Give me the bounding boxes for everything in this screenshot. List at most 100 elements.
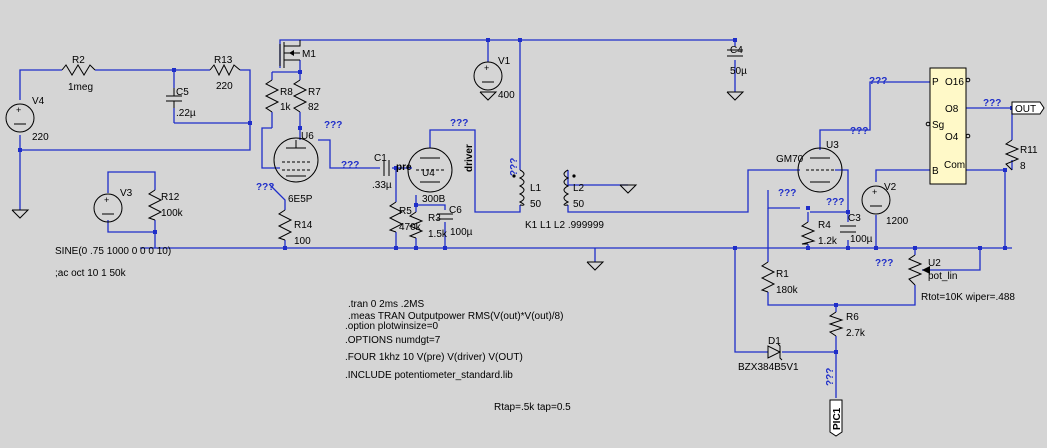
svg-text:+: + [16, 105, 21, 115]
R2-label: R2 [72, 55, 85, 66]
C4-value: 50µ [730, 66, 747, 77]
U3-value: GM70 [776, 154, 804, 165]
directive-meas: .meas TRAN Outputpower RMS(V(out)*V(out)… [348, 311, 563, 322]
C5-capacitor[interactable]: C5 .22µ [166, 87, 196, 119]
V2-voltage-source[interactable]: + V2 1200 [861, 182, 909, 227]
C3-capacitor[interactable]: C3 100µ [840, 213, 873, 245]
R12-resistor[interactable]: R12 100k [147, 189, 184, 221]
unknown-12: ??? [825, 368, 836, 386]
pin-com: Com [944, 160, 965, 171]
unknown-7: ??? [850, 126, 868, 137]
V4-voltage-source[interactable]: + V4 220 [5, 96, 49, 143]
U6-label: U6 [301, 131, 314, 142]
V1-label: V1 [498, 56, 511, 67]
svg-text:+: + [104, 195, 109, 205]
R5-label: R5 [399, 206, 412, 217]
R7-resistor[interactable]: R7 82 [292, 79, 321, 113]
D1-value: BZX384B5V1 [738, 362, 799, 373]
L1-inductor[interactable]: L1 50 [512, 169, 542, 210]
M1-mosfet[interactable]: M1 [279, 40, 316, 68]
unknown-9: ??? [826, 197, 844, 208]
wires [19, 39, 1013, 398]
pin-p: P [932, 77, 939, 88]
C4-label-visible: C4 [730, 45, 743, 56]
L2-label: L2 [573, 183, 585, 194]
ac-comment: ;ac oct 10 1 50k [55, 268, 127, 279]
L2-inductor[interactable]: L2 50 [563, 169, 585, 210]
u2-params: Rtot=10K wiper=.488 [921, 292, 1015, 303]
R8-resistor[interactable]: R8 1k [264, 79, 293, 113]
C6-capacitor[interactable]: C6 100µ [437, 205, 473, 238]
R14-resistor[interactable]: R14 100 [277, 209, 313, 247]
U6-value: 6E5P [288, 194, 313, 205]
R1-value: 180k [776, 285, 799, 296]
R11-value: 8 [1020, 161, 1026, 172]
C6-label: C6 [449, 205, 462, 216]
R8-label: R8 [280, 87, 293, 98]
directive-include: .INCLUDE potentiometer_standard.lib [345, 370, 513, 381]
R13-label: R13 [214, 55, 233, 66]
R12-value: 100k [161, 208, 184, 219]
R3-label: R3 [428, 213, 441, 224]
R13-value: 220 [216, 81, 233, 92]
D1-zener-diode[interactable]: D1 BZX384B5V1 [738, 336, 799, 373]
M1-label: M1 [302, 49, 316, 60]
D1-label: D1 [768, 336, 781, 347]
svg-text:+: + [872, 187, 877, 197]
L2-value: 50 [573, 199, 585, 210]
V1-voltage-source[interactable]: + V1 400 [473, 56, 515, 101]
R1-label: R1 [776, 269, 789, 280]
R7-value: 82 [308, 102, 320, 113]
rtap-params: Rtap=.5k tap=0.5 [494, 402, 571, 413]
R5-resistor[interactable]: R5 470k [388, 201, 422, 233]
R6-resistor[interactable]: R6 2.7k [828, 311, 866, 339]
unknown-8: ??? [778, 188, 796, 199]
R4-resistor[interactable]: R4 1.2k [800, 220, 838, 247]
C1-capacitor[interactable]: C1 .33µ [372, 153, 392, 191]
R4-label: R4 [818, 220, 831, 231]
C3-value: 100µ [850, 234, 873, 245]
pin-sg: Sg [932, 120, 944, 131]
U2-label: U2 [928, 258, 941, 269]
potentiometer-block[interactable]: P O16 O8 Sg O4 B Com [925, 67, 971, 185]
out-flag: OUT [1011, 101, 1045, 115]
R11-resistor[interactable]: R11 8 [1004, 139, 1038, 172]
unknown-5: ??? [509, 158, 520, 176]
C1-label: C1 [374, 153, 387, 164]
U6-tube[interactable]: U6 6E5P [273, 131, 319, 205]
R8-value: 1k [280, 102, 292, 113]
C5-value: .22µ [176, 108, 196, 119]
V3-sine-source[interactable]: + V3 [93, 188, 133, 223]
pic1-flag: PIC1 [829, 399, 843, 437]
R1-resistor[interactable]: R1 180k [760, 261, 799, 296]
unknown-3: ??? [256, 182, 274, 193]
pic1-label: PIC1 [832, 407, 843, 430]
R2-value: 1meg [68, 82, 93, 93]
U4-label: U4 [422, 168, 435, 179]
R4-value: 1.2k [818, 236, 838, 247]
C5-label: C5 [176, 87, 189, 98]
V3-label: V3 [120, 188, 133, 199]
C1-value: .33µ [372, 180, 392, 191]
U4-value: 300B [422, 194, 446, 205]
R6-value: 2.7k [846, 328, 866, 339]
R13-resistor[interactable]: R13 220 [209, 55, 241, 92]
R14-value: 100 [294, 236, 311, 247]
C6-value: 100µ [450, 227, 473, 238]
C4-capacitor[interactable]: C4 50µ [727, 45, 747, 77]
U3-tube[interactable]: U3 GM70 [776, 140, 843, 193]
V2-label: V2 [884, 182, 897, 193]
R6-label: R6 [846, 312, 859, 323]
U4-tube[interactable]: U4 300B [407, 147, 453, 205]
unknown-4: ??? [450, 118, 468, 129]
R2-resistor[interactable]: R2 1meg [61, 55, 96, 93]
L1-value: 50 [530, 199, 542, 210]
U3-label: U3 [826, 140, 839, 151]
directive-four: .FOUR 1khz 10 V(pre) V(driver) V(OUT) [345, 352, 523, 363]
unknown-10: ??? [875, 258, 893, 269]
v3-source-spec: SINE(0 .75 1000 0 0 0 10) [55, 246, 171, 257]
R3-resistor[interactable]: R3 1.5k [408, 211, 448, 240]
R12-label: R12 [161, 192, 180, 203]
U2-potentiometer[interactable]: U2 pot_lin [907, 254, 957, 286]
